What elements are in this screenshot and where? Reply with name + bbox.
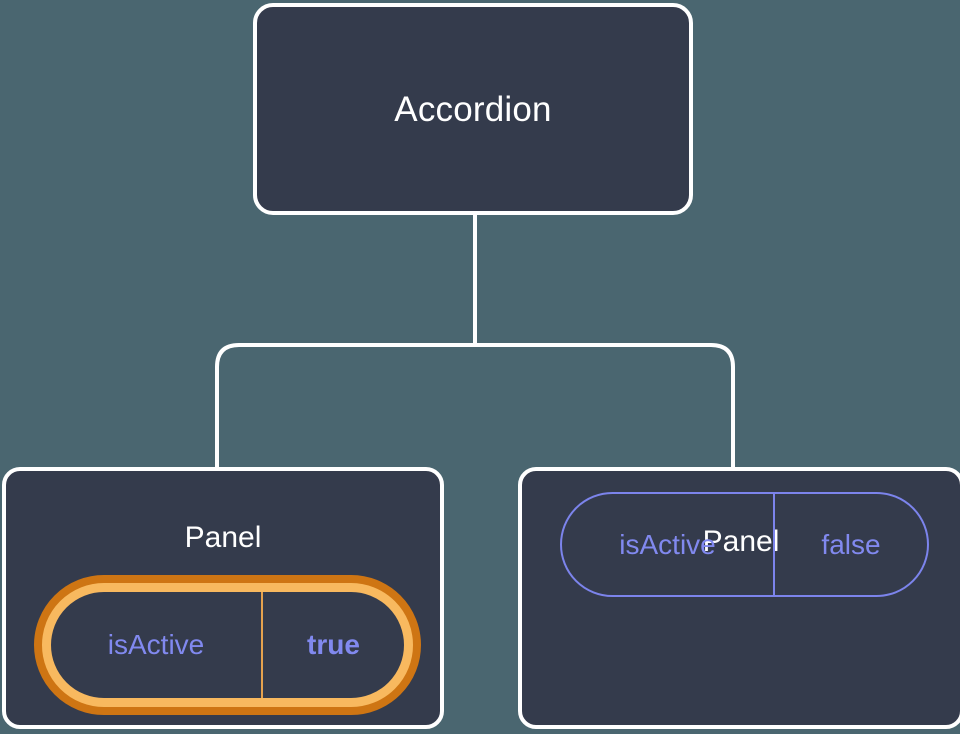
node-accordion[interactable]: Accordion [253, 3, 693, 215]
prop-name: isActive [562, 494, 775, 595]
prop-name: isActive [51, 592, 263, 698]
prop-value: false [821, 528, 881, 560]
node-panel-active[interactable]: Panel isActive true [2, 467, 444, 729]
node-panel-inactive[interactable]: Panel isActive false [518, 467, 960, 729]
prop-pill[interactable]: isActive false [560, 492, 929, 597]
node-title: Accordion [394, 89, 552, 129]
prop-value: true [307, 629, 360, 660]
node-title: Panel [184, 521, 262, 554]
pill-ring-inner: isActive true [42, 583, 413, 707]
connector-bus [215, 343, 735, 470]
pill-ring-outer [34, 575, 421, 715]
prop-pill-highlighted[interactable]: isActive true [34, 575, 421, 715]
